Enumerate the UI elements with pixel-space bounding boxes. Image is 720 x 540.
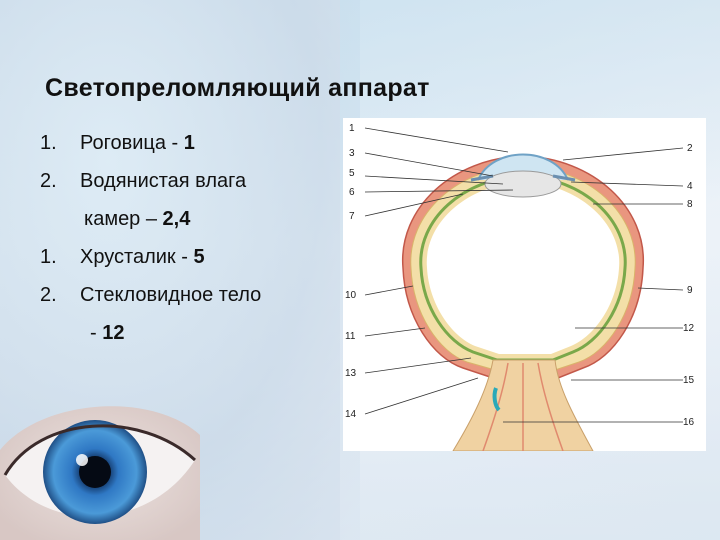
- list-reference: 12: [102, 322, 125, 344]
- central-vessel: [492, 387, 501, 412]
- list-item: камер – 2,4: [84, 208, 190, 231]
- label-9: 9: [687, 285, 693, 296]
- label-7: 7: [349, 211, 355, 222]
- list-item: 1. Роговица - 1: [40, 132, 195, 155]
- list-text: Водянистая влага: [80, 170, 247, 192]
- list-number: 2.: [40, 284, 57, 306]
- eye-photo-decoration: [0, 406, 200, 540]
- list-text: Хрусталик -: [80, 246, 194, 268]
- label-8: 8: [687, 199, 693, 210]
- label-1: 1: [349, 123, 355, 134]
- label-lines: [364, 127, 684, 423]
- eye-diagram-panel: 1 3 5 6 7 10 11 13 14 2 4 8 9 12 15 16: [343, 118, 706, 452]
- slide-title: Светопреломляющий аппарат: [45, 74, 430, 102]
- list-number: 1.: [40, 132, 57, 154]
- list-item: 2. Водянистая влага: [40, 170, 246, 193]
- label-6: 6: [349, 187, 355, 198]
- label-11: 11: [345, 331, 356, 342]
- label-3: 3: [349, 148, 355, 159]
- vitreous-body: [426, 182, 620, 354]
- list-text: Роговица -: [80, 132, 184, 154]
- list-reference: 5: [193, 246, 205, 268]
- list-reference: 2,4: [162, 208, 191, 230]
- label-10: 10: [345, 290, 357, 301]
- list-text: Стекловидное тело: [80, 284, 262, 306]
- list-number: 2.: [40, 170, 57, 192]
- list-reference: 1: [183, 132, 195, 154]
- eye-cross-section-diagram: 1 3 5 6 7 10 11 13 14 2 4 8 9 12 15 16: [345, 123, 695, 452]
- label-2: 2: [687, 143, 693, 154]
- label-16: 16: [683, 417, 695, 428]
- list-item: 1. Хрусталик - 5: [40, 246, 205, 269]
- list-item: - 12: [90, 322, 124, 345]
- list-number: 1.: [40, 246, 57, 268]
- label-5: 5: [349, 168, 355, 179]
- label-14: 14: [345, 409, 357, 420]
- label-13: 13: [345, 368, 357, 379]
- iris-left: [470, 174, 494, 182]
- list-item: 2. Стекловидное тело: [40, 284, 261, 307]
- list-text: -: [90, 322, 103, 344]
- label-4: 4: [687, 181, 693, 192]
- iris-right: [552, 174, 576, 182]
- retina-layer: [419, 174, 627, 362]
- label-12: 12: [683, 323, 695, 334]
- list-text: камер –: [84, 208, 163, 230]
- label-15: 15: [683, 375, 695, 386]
